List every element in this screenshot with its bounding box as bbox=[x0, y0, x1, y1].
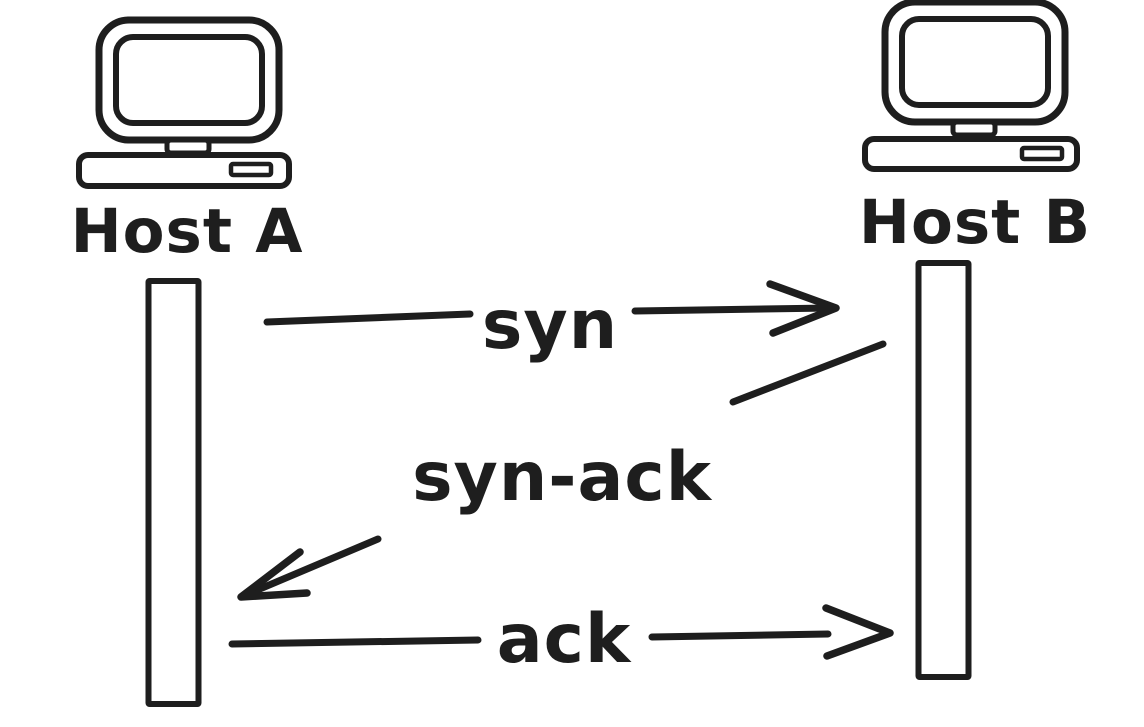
diagram-strokes: Host A Host B syn syn-ack bbox=[71, 0, 1091, 707]
message-syn-ack: syn-ack bbox=[237, 340, 887, 601]
monitor-screen bbox=[113, 34, 265, 126]
syn-ack-arrowhead bbox=[237, 548, 311, 601]
monitor-screen bbox=[899, 16, 1051, 108]
disk-slot bbox=[1019, 145, 1065, 162]
actor-label-host-a: Host A bbox=[71, 196, 304, 267]
syn-ack-line-lower bbox=[244, 535, 382, 598]
lifeline-host-b bbox=[915, 260, 972, 680]
ack-line-right bbox=[648, 630, 832, 641]
actor-label-host-b: Host B bbox=[859, 187, 1091, 258]
disk-slot bbox=[228, 161, 274, 178]
message-label-syn-ack: syn-ack bbox=[412, 438, 713, 517]
message-label-syn: syn bbox=[482, 286, 618, 365]
message-syn: syn bbox=[263, 280, 840, 365]
actor-host-a: Host A bbox=[71, 16, 304, 707]
desktop-computer-icon bbox=[862, 0, 1080, 172]
monitor-stand bbox=[164, 137, 212, 156]
message-ack: ack bbox=[228, 600, 894, 679]
syn-arrowhead bbox=[766, 280, 840, 337]
desktop-computer-icon bbox=[76, 16, 292, 189]
actor-host-b: Host B bbox=[859, 0, 1091, 680]
lifeline-host-a bbox=[145, 278, 202, 707]
syn-ack-line-upper bbox=[729, 340, 887, 406]
message-label-ack: ack bbox=[497, 600, 632, 679]
syn-line-left bbox=[263, 310, 474, 326]
ack-arrowhead bbox=[822, 604, 894, 660]
ack-line-left bbox=[228, 636, 482, 648]
syn-line-right bbox=[631, 304, 835, 315]
monitor-stand bbox=[950, 119, 998, 138]
